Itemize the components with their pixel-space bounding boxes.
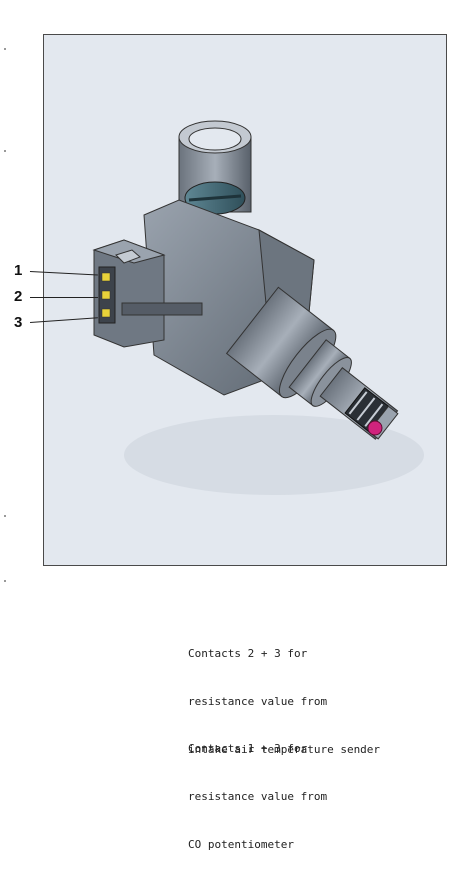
note-co-potentiometer: Contacts 1 + 3 for resistance value from… [188,709,327,869]
note-line: CO potentiometer [188,838,294,851]
callout-2: 2 [14,288,23,305]
note-line: resistance value from [188,695,328,708]
note-intake-air-temperature: Contacts 2 + 3 for resistance value from… [188,614,380,774]
diagram-frame [43,34,447,566]
note-line: Contacts 1 + 3 for [188,742,308,755]
page-mark [4,515,6,517]
connector-housing [92,239,203,348]
sensor-tip [367,420,383,436]
page-mark [4,150,6,152]
contact-3 [101,308,111,318]
note-line: Contacts 2 + 3 for [188,647,308,660]
callout-3: 3 [14,314,23,331]
sensor-housing-illustration [92,120,424,495]
contact-1 [101,272,111,282]
page-mark [4,48,6,50]
callout-1: 1 [14,262,23,279]
contact-2 [101,290,111,300]
top-socket [178,120,252,215]
page-mark [4,580,6,582]
note-line: intake air temperature sender [188,743,381,756]
leader-line-2 [30,297,98,298]
note-line: resistance value from [188,790,328,803]
